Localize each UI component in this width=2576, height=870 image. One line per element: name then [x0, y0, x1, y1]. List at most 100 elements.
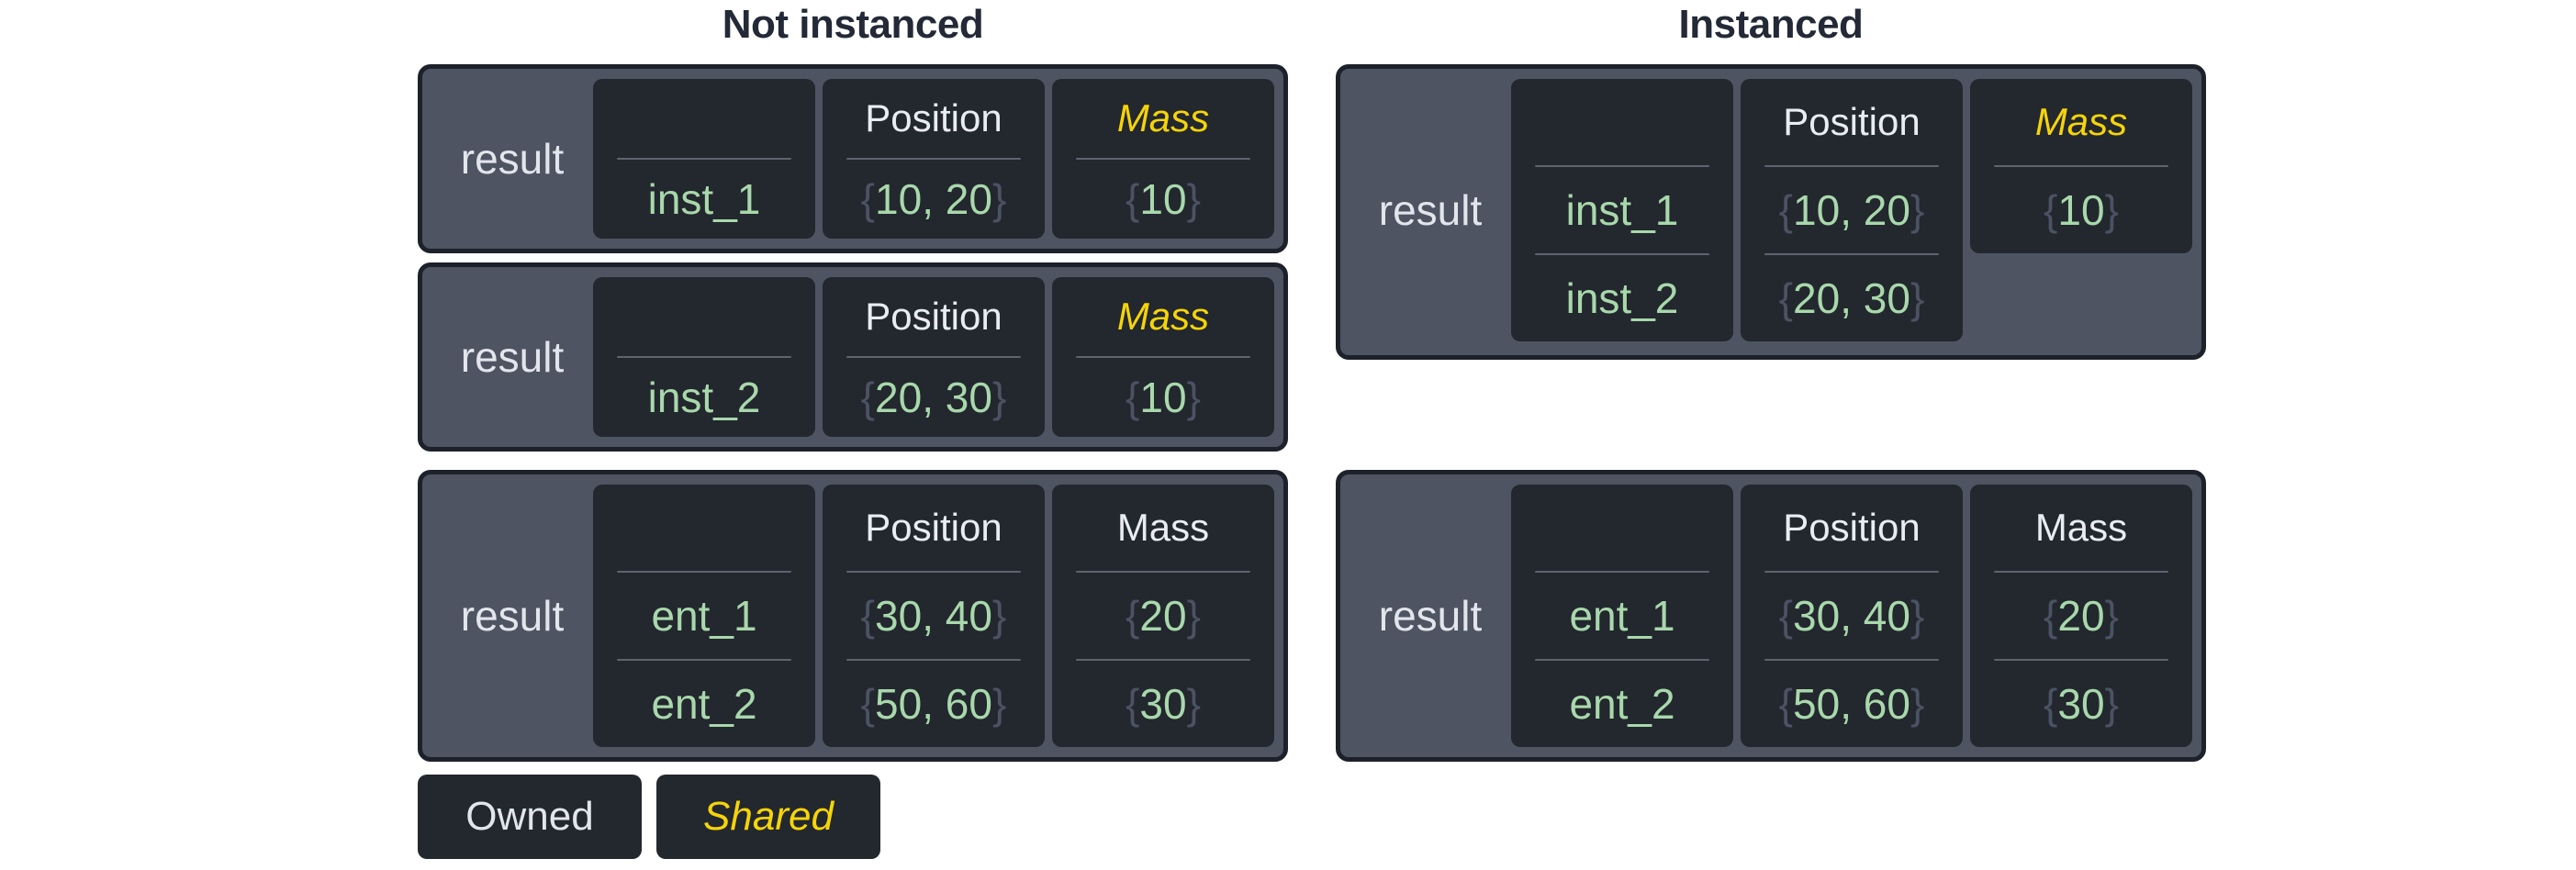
value-text: 20	[2057, 592, 2105, 640]
row-divider	[846, 571, 1021, 573]
row-divider	[1076, 571, 1250, 573]
entity-name: inst_2	[1565, 274, 1679, 322]
column-header-position: Position	[1783, 506, 1921, 549]
open-brace: {	[1778, 186, 1794, 234]
component-value: {30}	[1052, 661, 1274, 747]
component-value: {20}	[1970, 573, 2192, 659]
row-divider	[1764, 253, 1939, 255]
value-text: 20, 30	[1793, 274, 1910, 322]
entity-name: inst_2	[647, 374, 761, 421]
close-brace: }	[1910, 592, 1925, 640]
entity-column-header	[1511, 79, 1733, 165]
entity-column: ent_1 ent_2	[1511, 485, 1733, 747]
entity-name: inst_1	[647, 175, 761, 223]
component-value: {20, 30}	[823, 358, 1045, 437]
row-divider	[1076, 659, 1250, 661]
row-divider	[1764, 659, 1939, 661]
component-value: {50, 60}	[1741, 661, 1963, 747]
archetype-box-entities: result ent_1 ent_2 Position {30, 40} {50…	[418, 470, 1288, 762]
row-divider	[617, 571, 791, 573]
column-header-mass: Mass	[2034, 506, 2128, 549]
value-text: 50, 60	[1793, 680, 1910, 728]
result-label: result	[460, 592, 565, 640]
result-label: result	[1378, 592, 1483, 640]
row-divider	[1764, 571, 1939, 573]
columns: ent_1 ent_2 Position {30, 40} {50, 60} M…	[1511, 485, 2192, 747]
close-brace: }	[1186, 175, 1201, 223]
column-header-mass-shared: Mass	[2034, 100, 2128, 143]
component-value: {10}	[1052, 358, 1274, 437]
columns: ent_1 ent_2 Position {30, 40} {50, 60} M…	[593, 485, 1274, 747]
value-text: 30, 40	[875, 592, 992, 640]
column-header-mass-shared: Mass	[1116, 295, 1210, 338]
value-text: 50, 60	[875, 680, 992, 728]
row-divider	[1076, 356, 1250, 358]
value-text: 10, 20	[875, 175, 992, 223]
close-brace: }	[1910, 274, 1925, 322]
entity-column: ent_1 ent_2	[593, 485, 815, 747]
entity-name: inst_1	[1565, 186, 1679, 234]
archetype-box-inst-2: result inst_2 Position {20, 30} Mass {10…	[418, 262, 1288, 452]
close-brace: }	[2104, 592, 2119, 640]
component-value: {10, 20}	[1741, 167, 1963, 253]
component-value: {10}	[1970, 167, 2192, 253]
row-divider	[1535, 659, 1709, 661]
entity-column: inst_1 inst_2	[1511, 79, 1733, 341]
column-header-mass-shared: Mass	[1116, 96, 1210, 139]
component-column-mass: Mass {20} {30}	[1052, 485, 1274, 747]
entity-column-header	[1511, 485, 1733, 571]
row-divider	[617, 356, 791, 358]
component-column-position: Position {30, 40} {50, 60}	[1741, 485, 1963, 747]
component-column-position: Position {20, 30}	[823, 277, 1045, 437]
row-divider	[1076, 158, 1250, 160]
section-title-not-instanced: Not instanced	[722, 2, 984, 47]
component-column-mass: Mass {10}	[1052, 79, 1274, 239]
open-brace: {	[1778, 592, 1794, 640]
component-value: {30, 40}	[1741, 573, 1963, 659]
open-brace: {	[860, 374, 876, 421]
component-column-position: Position {10, 20} {20, 30}	[1741, 79, 1963, 341]
not-instanced-section: Not instanced result inst_1 Position {10…	[418, 0, 1288, 870]
close-brace: }	[1910, 680, 1925, 728]
value-text: 30	[2057, 680, 2105, 728]
column-header-position: Position	[865, 96, 1002, 139]
open-brace: {	[1778, 274, 1794, 322]
open-brace: {	[860, 680, 876, 728]
column-header-mass: Mass	[1116, 506, 1210, 549]
row-divider	[617, 659, 791, 661]
open-brace: {	[2044, 680, 2058, 728]
entity-name: ent_2	[651, 680, 757, 728]
entity-column-header	[593, 79, 815, 158]
value-text: 20	[1139, 592, 1187, 640]
value-text: 30	[1139, 680, 1187, 728]
open-brace: {	[2044, 592, 2058, 640]
columns: inst_1 inst_2 Position {10, 20} {20, 30}…	[1511, 79, 2192, 341]
open-brace: {	[860, 175, 876, 223]
columns: inst_1 Position {10, 20} Mass {10}	[593, 79, 1274, 239]
close-brace: }	[991, 680, 1007, 728]
column-header-position: Position	[865, 295, 1002, 338]
close-brace: }	[2104, 680, 2119, 728]
component-column-mass-shared-single: Mass {10}	[1970, 79, 2192, 253]
legend-shared-chip: Shared	[656, 775, 880, 859]
row-divider	[1994, 571, 2168, 573]
value-text: 10, 20	[1793, 186, 1910, 234]
entity-column: inst_1	[593, 79, 815, 239]
component-value: {10}	[1052, 160, 1274, 239]
row-divider	[1535, 571, 1709, 573]
value-text: 10	[1139, 374, 1187, 421]
open-brace: {	[1778, 680, 1794, 728]
open-brace: {	[1126, 374, 1140, 421]
result-label: result	[1378, 186, 1483, 234]
component-column-position: Position {30, 40} {50, 60}	[823, 485, 1045, 747]
value-text: 10	[1139, 175, 1187, 223]
open-brace: {	[1126, 175, 1140, 223]
component-column-mass: Mass {10}	[1052, 277, 1274, 437]
legend: Owned Shared	[418, 775, 880, 859]
legend-owned-chip: Owned	[418, 775, 642, 859]
value-text: 20, 30	[875, 374, 992, 421]
archetype-box-inst-1: result inst_1 Position {10, 20} Mass {10…	[418, 64, 1288, 253]
entity-column-header	[593, 485, 815, 571]
row-divider	[1764, 165, 1939, 167]
